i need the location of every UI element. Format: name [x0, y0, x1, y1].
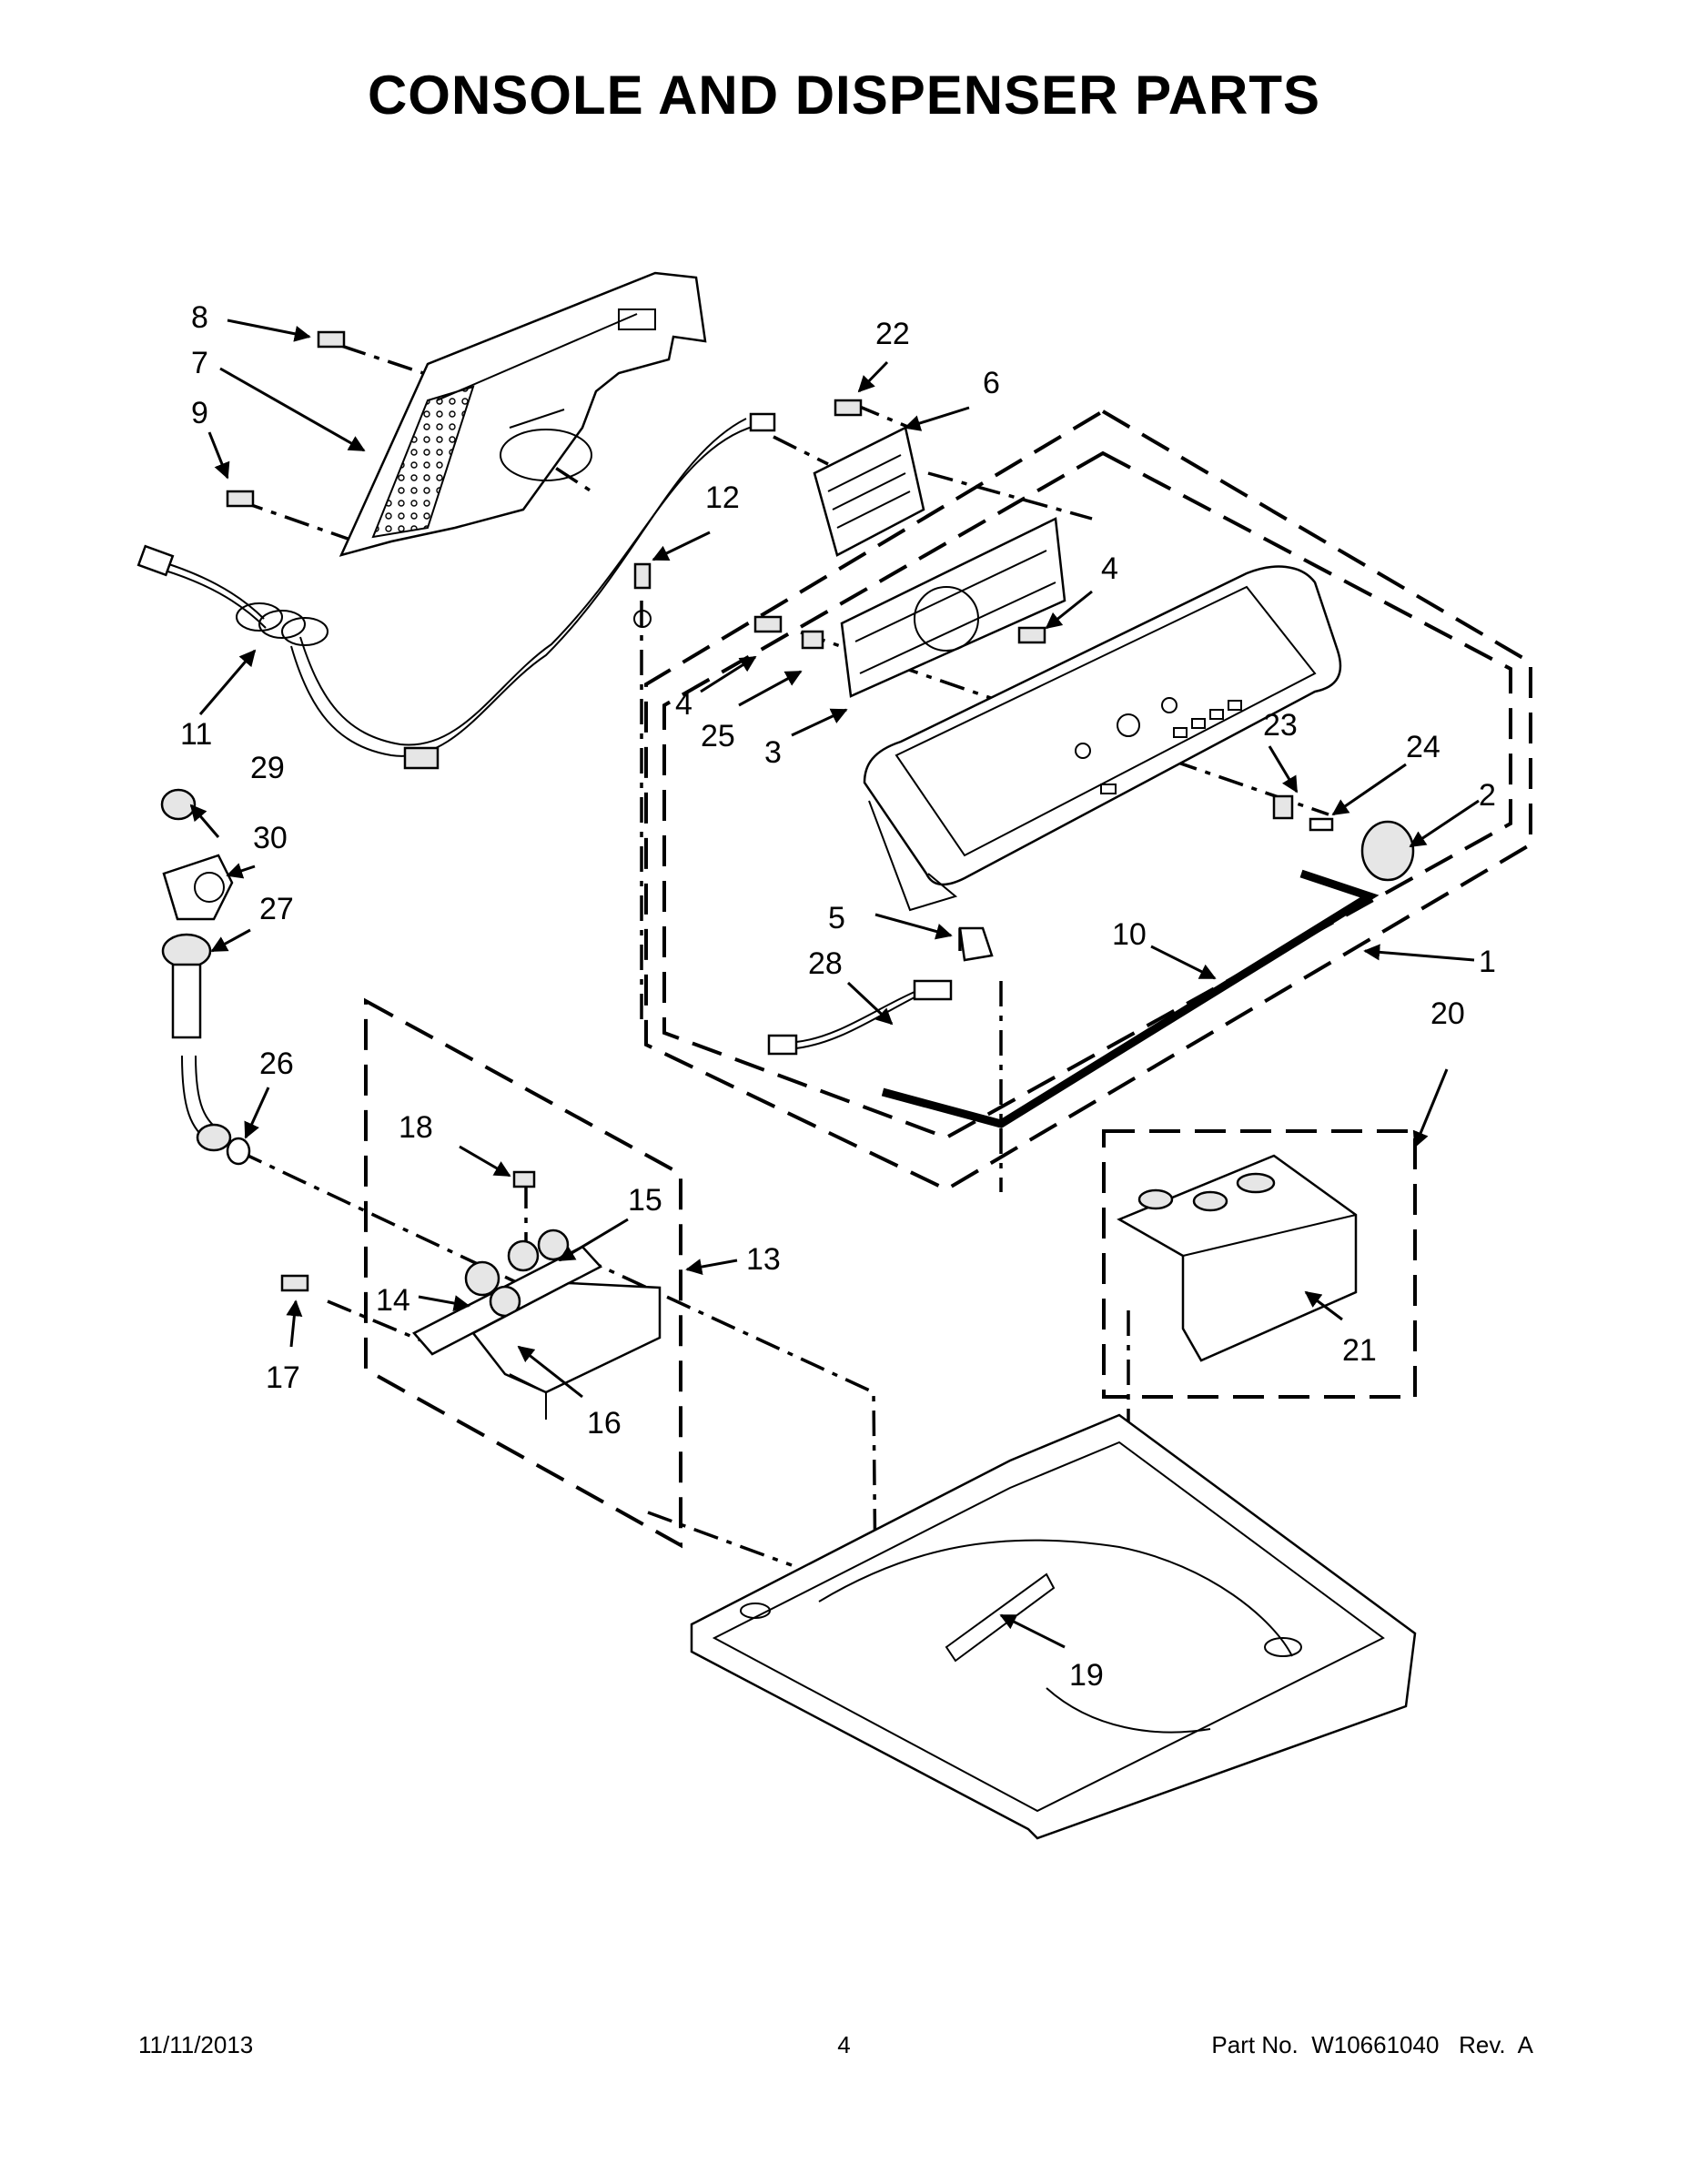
callout-24: 24	[1406, 730, 1440, 764]
valve-group-outline	[364, 997, 682, 1549]
callout-5: 5	[828, 901, 845, 935]
assembly-line	[577, 1254, 877, 1584]
callout-25: 25	[701, 719, 735, 753]
assembly-line	[854, 403, 911, 430]
callout-3: 3	[764, 735, 782, 770]
assembly-line	[800, 631, 1329, 816]
page-title: CONSOLE AND DISPENSER PARTS	[367, 65, 1321, 126]
callout-11: 11	[180, 717, 212, 752]
callout-labels: 1 2 3 4 4 5 6 7 8 9 10 11 12 13 14 15 16…	[180, 300, 1496, 1693]
callout-22: 22	[875, 317, 910, 351]
callout-18: 18	[399, 1110, 433, 1145]
callout-17: 17	[266, 1360, 300, 1395]
assembly-line	[238, 499, 351, 541]
callout-27: 27	[259, 892, 294, 926]
footer-part-number: Part No. W10661040 Rev. A	[1211, 2031, 1533, 2058]
footer-page-number: 4	[837, 2031, 851, 2058]
console	[863, 565, 1342, 912]
knob-shaft	[1309, 817, 1334, 832]
screw	[1017, 626, 1046, 644]
callout-14: 14	[376, 1283, 410, 1318]
screw	[280, 1274, 309, 1292]
power-cord-harness	[136, 412, 776, 770]
dispenser-group-outline	[1102, 1129, 1417, 1399]
ground-screw	[633, 562, 652, 628]
callout-13: 13	[746, 1242, 781, 1277]
screw	[226, 490, 255, 508]
user-interface-board	[840, 517, 1066, 698]
screw	[512, 1170, 536, 1188]
screw	[317, 330, 346, 349]
footer-date: 11/11/2013	[138, 2031, 254, 2058]
callout-2: 2	[1479, 778, 1496, 813]
clip	[958, 926, 994, 962]
console-group-outline	[644, 409, 1532, 1192]
water-valve	[412, 1228, 603, 1356]
callout-12: 12	[705, 480, 740, 515]
inlet-fitting	[162, 854, 234, 921]
knob	[1360, 820, 1415, 882]
control-board	[813, 426, 925, 557]
callout-15: 15	[628, 1183, 662, 1218]
callout-28: 28	[808, 946, 843, 981]
inlet-screen	[160, 788, 197, 821]
callout-21: 21	[1342, 1333, 1377, 1368]
assembly-line	[773, 435, 829, 466]
screw	[753, 615, 783, 633]
callout-30: 30	[253, 821, 288, 855]
callout-4: 4	[675, 687, 692, 722]
callout-4: 4	[1101, 551, 1118, 586]
washer	[226, 1137, 251, 1166]
wire-harness	[767, 979, 953, 1056]
assembly-line	[927, 471, 1093, 521]
callout-1: 1	[1479, 945, 1496, 979]
dispenser-drawer	[1117, 1154, 1358, 1362]
knob-encoder	[1272, 794, 1294, 820]
leader-lines	[189, 318, 1480, 1649]
callout-9: 9	[191, 396, 208, 430]
callout-7: 7	[191, 346, 208, 380]
callout-26: 26	[259, 1046, 294, 1081]
assembly-line	[327, 1299, 429, 1345]
washer-top	[690, 1413, 1417, 1840]
lid-hinge	[945, 1572, 1056, 1663]
callout-6: 6	[983, 366, 1000, 400]
callout-20: 20	[1430, 996, 1465, 1031]
console-seal	[881, 869, 1380, 1128]
callout-8: 8	[191, 300, 208, 335]
callout-23: 23	[1263, 708, 1298, 743]
callout-19: 19	[1069, 1658, 1104, 1693]
inlet-hose	[161, 933, 232, 1152]
screw	[834, 399, 863, 417]
callout-10: 10	[1112, 917, 1147, 952]
console-back-panel	[339, 271, 707, 557]
console-inner-outline	[662, 450, 1512, 1140]
valve-bracket	[471, 1281, 662, 1420]
callout-16: 16	[587, 1406, 622, 1441]
assembly-line	[340, 344, 451, 384]
callout-29: 29	[250, 751, 285, 785]
switch	[801, 630, 824, 650]
